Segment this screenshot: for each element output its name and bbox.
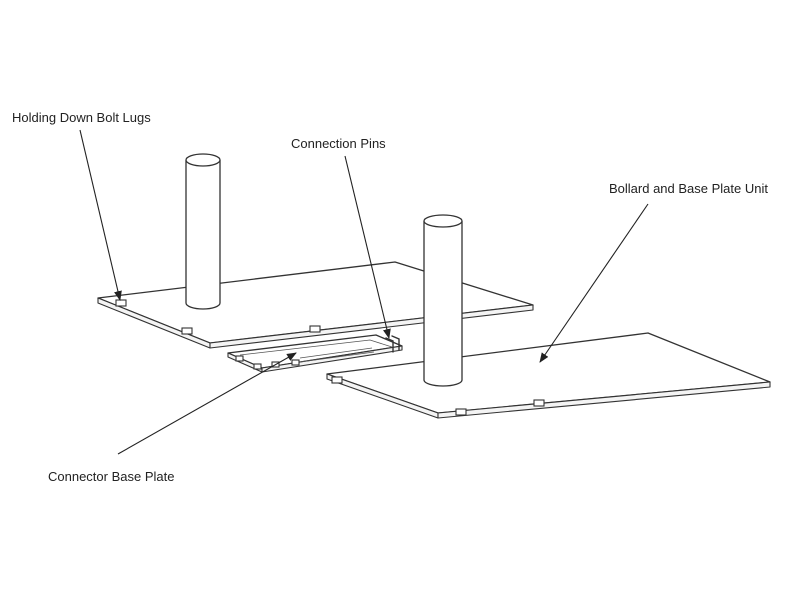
connection-pin-2 [391,335,400,351]
leader-connector-base-plate [117,352,297,455]
leader-connection-pins [344,155,391,339]
right-bollard-unit [326,214,771,419]
right-plate-lug-2 [455,408,467,416]
connector-plate-channel [299,347,373,359]
right-base-plate-right-edge [437,381,771,419]
label-bollard-and-base-plate-unit: Bollard and Base Plate Unit [609,181,768,196]
left-plate-lug-3 [309,325,321,333]
label-connection-pins: Connection Pins [291,136,386,151]
connector-lug-4 [291,359,300,366]
right-plate-lug-1 [331,376,343,384]
left-plate-lug-1 [115,299,127,307]
label-holding-down-bolt-lugs: Holding Down Bolt Lugs [12,110,151,125]
left-plate-lug-2 [181,327,193,335]
right-plate-lug-3 [533,399,545,407]
connector-plate-inner-line [239,339,393,356]
connector-plate-channel-2 [299,351,375,363]
right-bollard-cap [423,214,463,228]
left-bollard-post [185,160,221,310]
label-connector-base-plate: Connector Base Plate [48,469,174,484]
left-bollard-unit [97,153,534,349]
connector-lug-1 [235,355,244,362]
leader-bollard-and-base-plate-unit [539,203,649,363]
connection-pin-1 [385,337,394,353]
leader-holding-down-bolt-lugs [79,129,122,301]
connector-lug-2 [253,363,262,370]
right-bollard-post [423,221,463,387]
left-bollard-cap [185,153,221,167]
